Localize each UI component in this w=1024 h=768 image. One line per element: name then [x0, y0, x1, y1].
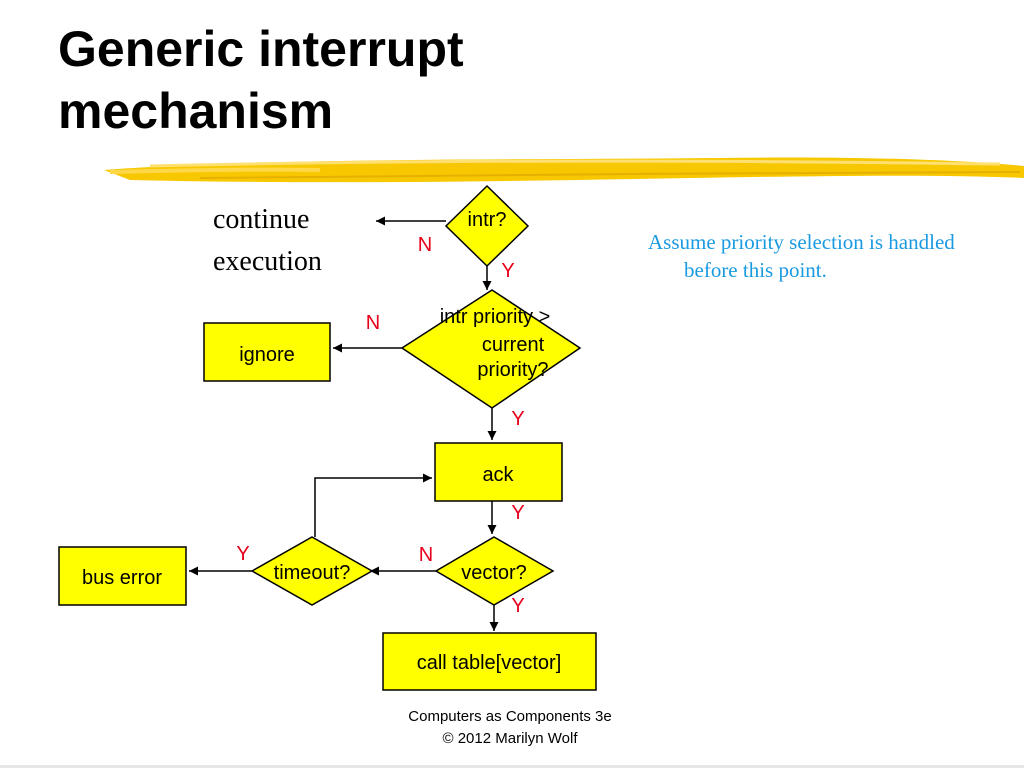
label-intr-no: N: [418, 234, 432, 256]
footer-line-2: © 2012 Marilyn Wolf: [442, 730, 578, 747]
label-priority-no: N: [366, 312, 380, 334]
label-intr-yes: Y: [501, 260, 514, 282]
label-ack-yes: Y: [511, 502, 524, 524]
label-vector-no: N: [419, 544, 433, 566]
timeout-decision-label: timeout?: [274, 562, 351, 584]
vector-decision-label: vector?: [461, 562, 527, 584]
call-table-label: call table[vector]: [417, 652, 562, 674]
intr-decision-label: intr?: [468, 209, 507, 231]
continue-label-line-1: continue: [213, 204, 309, 235]
title-line-2: mechanism: [58, 83, 334, 139]
priority-label-line-3: priority?: [477, 359, 548, 381]
priority-note: Assume priority selection is handled bef…: [648, 230, 955, 282]
slide-title: Generic interrupt mechanism: [58, 18, 464, 142]
ignore-box: [203, 322, 331, 382]
bottom-divider: [0, 765, 1024, 768]
label-priority-yes: Y: [511, 408, 524, 430]
footer-line-1: Computers as Components 3e: [408, 708, 612, 725]
ignore-label: ignore: [239, 344, 295, 366]
priority-label-line-2: current: [482, 334, 545, 356]
continue-label-line-2: execution: [213, 246, 322, 277]
title-line-1: Generic interrupt: [58, 21, 464, 77]
label-vector-yes: Y: [511, 595, 524, 617]
bus-error-box: [58, 546, 187, 606]
timeout-decision: [250, 536, 374, 606]
call-table-box: [382, 632, 597, 691]
title-underline-stroke: [104, 157, 1024, 183]
bus-error-label: bus error: [82, 567, 162, 589]
priority-label-line-1: intr priority >: [440, 306, 551, 328]
slide-footer: Computers as Components 3e © 2012 Marily…: [380, 706, 640, 750]
ack-box: [434, 442, 563, 502]
label-timeout-yes: Y: [236, 543, 249, 565]
ack-label: ack: [482, 464, 514, 486]
arrow-timeout-loop: [314, 473, 432, 537]
